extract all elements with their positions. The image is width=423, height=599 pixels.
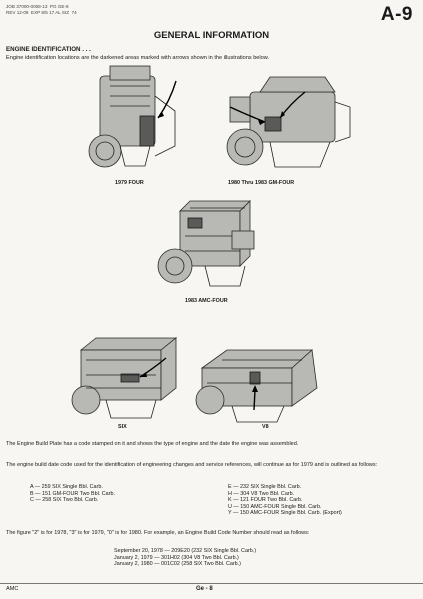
build-date-paragraph: The engine build date code used for the … <box>6 462 378 468</box>
fig-caption-six: SIX <box>118 424 127 430</box>
engine-code-item: E — 232 SIX Single Bbl. Carb. <box>228 484 302 490</box>
engine-illustration-amc-four <box>157 200 255 287</box>
engine-code-item: K — 121 FOUR Two Bbl. Carb. <box>228 497 303 504</box>
engine-illustration-1979-four <box>88 65 177 168</box>
engine-illustration-six <box>71 337 178 419</box>
section-intro: Engine identification locations are the … <box>6 55 270 61</box>
footer-page-number: Ge - 8 <box>196 586 213 592</box>
build-code-example: January 2, 1980 — 001C02 (258 SIX Two Bb… <box>114 561 241 568</box>
page-title: GENERAL INFORMATION <box>153 30 270 41</box>
example-intro-paragraph: The figure "2" is for 1978, "3" is for 1… <box>6 530 310 536</box>
engine-code-item: C — 258 SIX Two Bbl. Carb. <box>30 497 99 504</box>
engine-code-item: A — 259 SIX Single Bbl. Carb. <box>30 484 103 490</box>
fig-caption-amc-four: 1983 AMC-FOUR <box>185 298 228 304</box>
engine-codes-right: E — 232 SIX Single Bbl. Carb. H — 304 V8… <box>228 484 342 517</box>
engine-code-item: H — 304 V8 Two Bbl. Carb. <box>228 490 295 497</box>
engine-illustration-v8 <box>195 349 318 423</box>
engine-code-item: Y — 150 AMC-FOUR Single Bbl. Carb. (Expo… <box>228 510 342 517</box>
page-id: A-9 <box>380 4 413 25</box>
build-plate-paragraph: The Engine Build Plate has a code stampe… <box>6 441 299 447</box>
fig-caption-gm-four: 1980 Thru 1983 GM-FOUR <box>228 180 295 186</box>
fig-caption-v8: V8 <box>262 424 269 430</box>
footer-brand: AMC <box>6 586 19 592</box>
fig-caption-1979-four: 1979 FOUR <box>115 180 144 186</box>
footer-rule <box>0 583 423 584</box>
build-code-examples: September 20, 1978 — 209E20 (232 SIX Sin… <box>114 548 256 568</box>
engine-code-item: U — 150 AMC-FOUR Single Bbl. Carb. <box>228 503 322 510</box>
engine-code-item: B — 151 GM-FOUR Two Bbl. Carb. <box>30 490 115 497</box>
job-reference: JOB 37000-0008-13 PG GE-8 REV 12-09 EXP … <box>6 4 77 15</box>
engine-illustration-gm-four <box>226 76 351 168</box>
section-heading: ENGINE IDENTIFICATION . . . <box>6 46 91 53</box>
build-code-example: January 2, 1979 — 301H02 (304 V8 Two Bbl… <box>114 554 239 561</box>
build-code-example: September 20, 1978 — 209E20 (232 SIX Sin… <box>114 548 257 554</box>
engine-codes-left: A — 259 SIX Single Bbl. Carb. B — 151 GM… <box>30 484 115 504</box>
